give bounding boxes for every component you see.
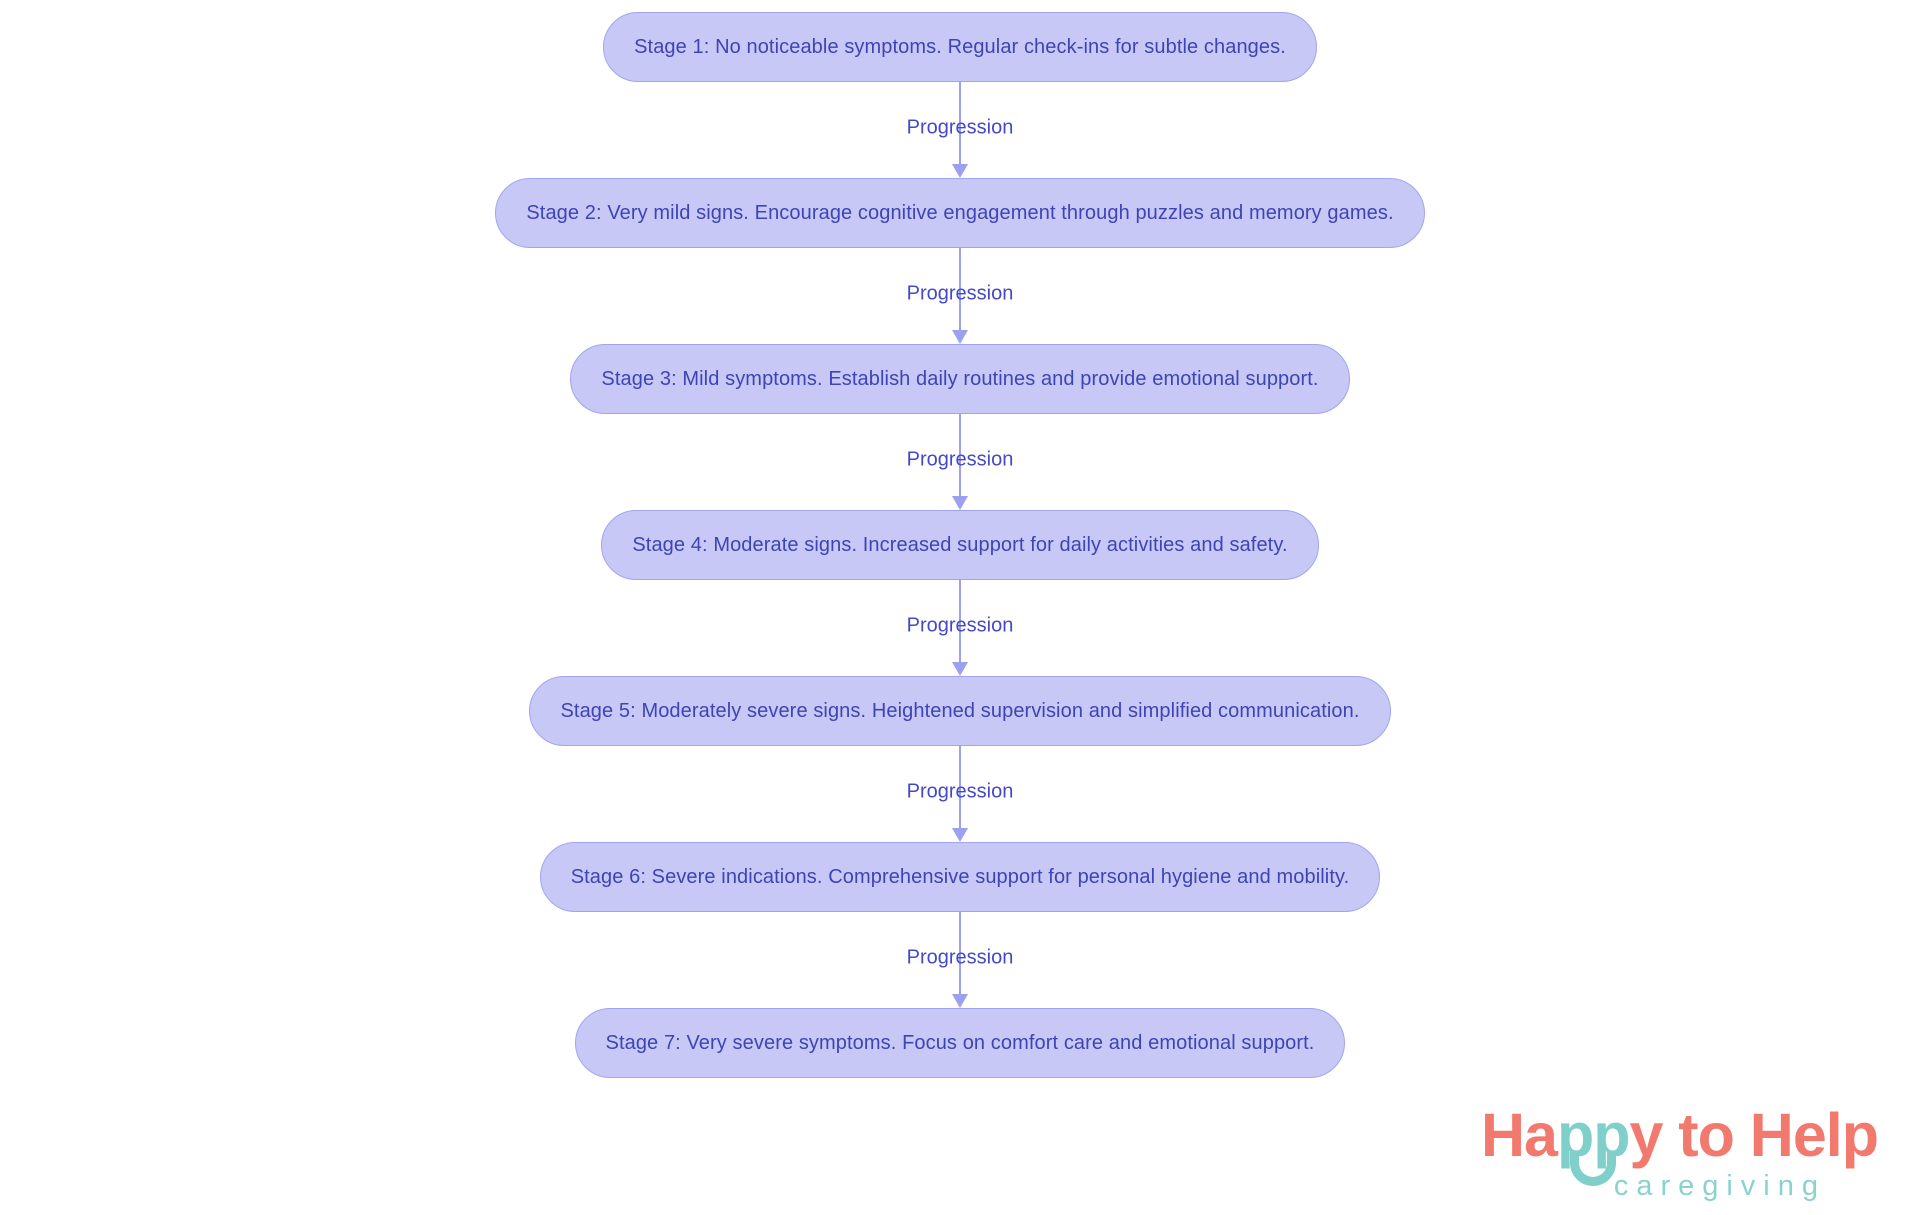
edge-line <box>959 248 961 342</box>
flow-node-stage-3: Stage 3: Mild symptoms. Establish daily … <box>570 344 1350 414</box>
edge-label: Progression <box>906 448 1014 471</box>
flow-node-label: Stage 7: Very severe symptoms. Focus on … <box>605 1031 1315 1054</box>
flow-node-stage-1: Stage 1: No noticeable symptoms. Regular… <box>603 12 1317 82</box>
logo-text-to-help: to Help <box>1678 1101 1879 1169</box>
flow-node-stage-6: Stage 6: Severe indications. Comprehensi… <box>539 842 1381 912</box>
logo-tagline: caregiving <box>1613 1170 1826 1202</box>
flow-edge-6: Progression <box>800 912 1120 1008</box>
flow-node-label: Stage 6: Severe indications. Comprehensi… <box>570 865 1350 888</box>
edge-line <box>959 746 961 840</box>
edge-label: Progression <box>906 780 1014 803</box>
flow-edge-1: Progression <box>800 82 1120 178</box>
flow-node-stage-7: Stage 7: Very severe symptoms. Focus on … <box>574 1008 1346 1078</box>
flow-edge-5: Progression <box>800 746 1120 842</box>
flow-node-label: Stage 4: Moderate signs. Increased suppo… <box>632 533 1288 556</box>
stages-flowchart: Stage 1: No noticeable symptoms. Regular… <box>0 12 1920 1078</box>
arrowhead-icon <box>952 828 968 842</box>
logo-text-y: y <box>1629 1101 1663 1169</box>
edge-label: Progression <box>906 282 1014 305</box>
flow-node-label: Stage 3: Mild symptoms. Establish daily … <box>601 367 1319 390</box>
flow-edge-4: Progression <box>800 580 1120 676</box>
arrowhead-icon <box>952 496 968 510</box>
edge-line <box>959 414 961 508</box>
flow-node-label: Stage 1: No noticeable symptoms. Regular… <box>634 35 1286 58</box>
logo-pp-smiley: pp <box>1557 1104 1630 1186</box>
edge-line <box>959 912 961 1006</box>
flow-edge-3: Progression <box>800 414 1120 510</box>
arrowhead-icon <box>952 164 968 178</box>
arrowhead-icon <box>952 994 968 1008</box>
flow-node-stage-4: Stage 4: Moderate signs. Increased suppo… <box>601 510 1319 580</box>
flow-node-label: Stage 2: Very mild signs. Encourage cogn… <box>526 201 1394 224</box>
flow-node-stage-2: Stage 2: Very mild signs. Encourage cogn… <box>495 178 1425 248</box>
flow-edge-2: Progression <box>800 248 1120 344</box>
edge-label: Progression <box>906 946 1014 969</box>
edge-label: Progression <box>906 116 1014 139</box>
arrowhead-icon <box>952 330 968 344</box>
edge-line <box>959 82 961 176</box>
flow-node-stage-5: Stage 5: Moderately severe signs. Height… <box>529 676 1391 746</box>
edge-label: Progression <box>906 614 1014 637</box>
smile-icon <box>1570 1151 1617 1186</box>
edge-line <box>959 580 961 674</box>
arrowhead-icon <box>952 662 968 676</box>
flow-node-label: Stage 5: Moderately severe signs. Height… <box>560 699 1360 722</box>
logo-text-ha: Ha <box>1480 1101 1558 1169</box>
